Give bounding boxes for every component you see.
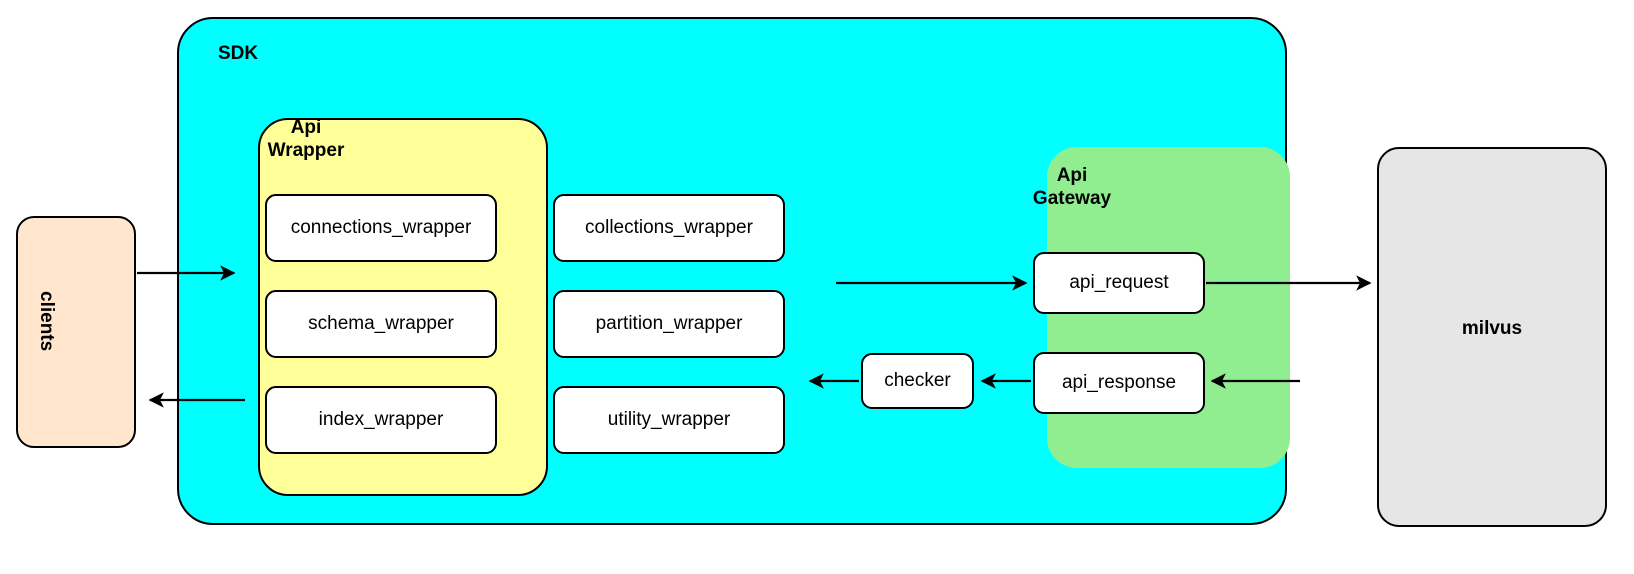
api-wrapper-title: Api Wrapper (267, 117, 345, 162)
node-partition-wrapper[interactable]: partition_wrapper (553, 290, 785, 358)
clients-box[interactable] (16, 216, 136, 448)
node-utility-wrapper[interactable]: utility_wrapper (553, 386, 785, 454)
api-gateway-title: Api Gateway (1032, 165, 1112, 210)
node-connections-wrapper[interactable]: connections_wrapper (265, 194, 497, 262)
node-checker[interactable]: checker (861, 353, 974, 409)
sdk-title: SDK (218, 43, 259, 64)
clients-label: clients (36, 291, 57, 352)
node-index-wrapper[interactable]: index_wrapper (265, 386, 497, 454)
node-collections-wrapper[interactable]: collections_wrapper (553, 194, 785, 262)
milvus-label: milvus (1461, 318, 1523, 339)
milvus-box[interactable] (1377, 147, 1607, 527)
node-api-response[interactable]: api_response (1033, 352, 1205, 414)
node-schema-wrapper[interactable]: schema_wrapper (265, 290, 497, 358)
node-api-request[interactable]: api_request (1033, 252, 1205, 314)
